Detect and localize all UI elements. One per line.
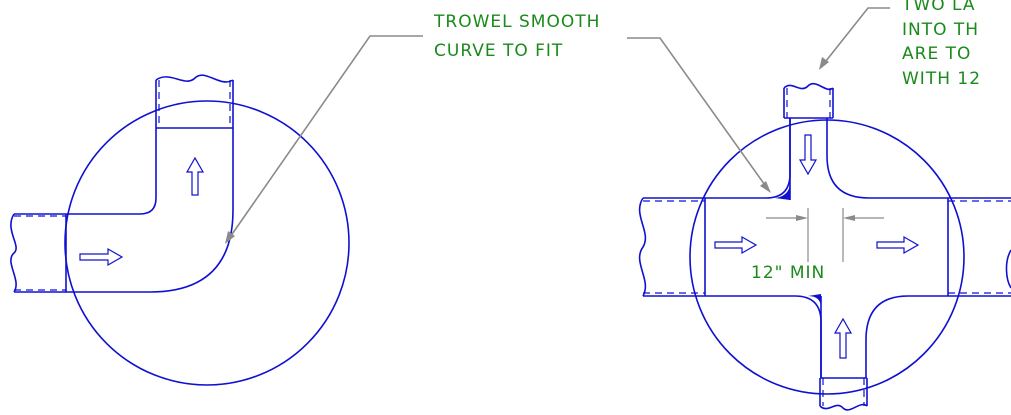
right-top-pipe — [783, 82, 834, 119]
right-left-pipe — [638, 197, 706, 297]
left-flow-arrow-up — [185, 156, 205, 196]
right-flow-channel — [705, 118, 948, 378]
right-flow-arrow-down — [798, 134, 818, 176]
right-right-pipe — [947, 197, 1011, 297]
right-cross-detail — [638, 82, 1011, 411]
right-flow-arrow-right-left — [714, 235, 758, 255]
right-flow-arrow-right-right — [876, 235, 920, 255]
trowel-leader-right — [627, 37, 771, 193]
note-right-line1: TWO LA — [901, 0, 975, 15]
dimension-12in-min — [766, 208, 884, 262]
top-fillet-fill — [775, 182, 790, 200]
top-note-leader — [819, 7, 890, 70]
note-right-line4: WITH 12 — [902, 69, 981, 89]
trowel-leader-left — [225, 35, 423, 244]
left-inlet-pipe — [10, 213, 67, 293]
note-trowel-line2: CURVE TO FIT — [434, 41, 563, 61]
left-flow-arrow-right — [79, 247, 124, 267]
left-manhole-circle — [64, 100, 350, 386]
left-bend-detail — [10, 74, 350, 386]
note-right-line3: ARE TO — [902, 44, 971, 64]
note-right-line2: INTO TH — [902, 20, 979, 40]
note-trowel-line1: TROWEL SMOOTH — [433, 12, 600, 32]
right-flow-arrow-up — [833, 317, 853, 359]
left-flow-channel — [66, 128, 234, 293]
left-outlet-pipe — [155, 74, 234, 129]
dimension-label: 12" MIN — [751, 263, 825, 283]
right-bottom-pipe — [819, 377, 868, 411]
bottom-fillet-fill — [808, 294, 821, 308]
